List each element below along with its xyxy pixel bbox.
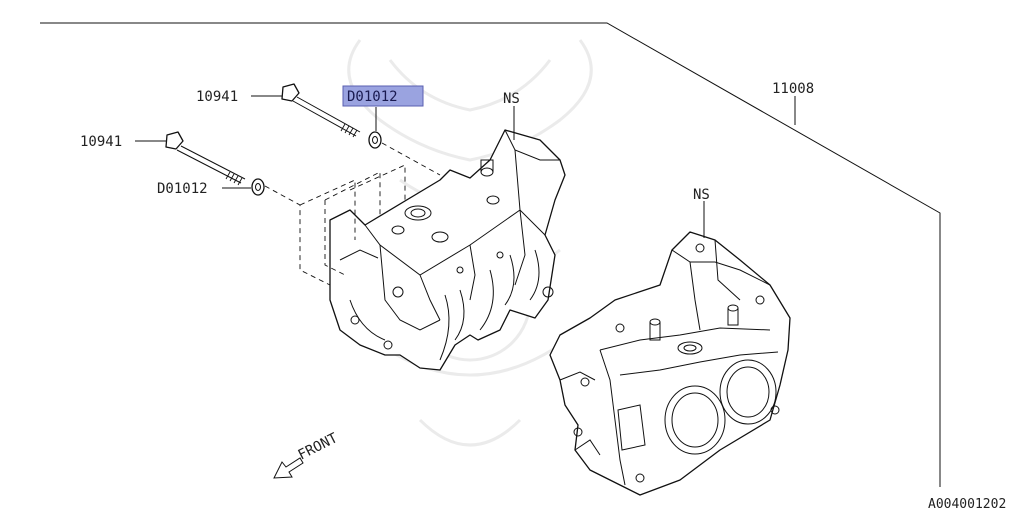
- washer-lower: [251, 178, 265, 196]
- callout-washer-lower[interactable]: D01012: [157, 181, 208, 197]
- callout-bolt-upper[interactable]: 10941: [196, 89, 238, 105]
- callout-washer-upper[interactable]: D01012: [347, 89, 398, 105]
- callout-assembly[interactable]: 11008: [772, 81, 814, 97]
- assembly-bracket-line: [40, 22, 941, 487]
- cylinder-block-half-lower: [549, 231, 791, 496]
- front-label: FRONT: [296, 430, 341, 464]
- callout-ns-lower[interactable]: NS: [693, 187, 710, 203]
- callout-ns-upper[interactable]: NS: [503, 91, 520, 107]
- highlight-box-washer-upper: [342, 85, 424, 107]
- reference-code: A004001202: [928, 497, 1006, 512]
- leader-lines: [135, 95, 705, 238]
- bolt-upper: [281, 83, 361, 138]
- washer-upper: [368, 131, 382, 149]
- bolt-lower: [165, 131, 246, 186]
- front-direction-indicator: FRONT: [273, 430, 341, 479]
- cylinder-block-half-upper: [329, 129, 566, 371]
- front-arrow-icon: [273, 457, 304, 479]
- callout-bolt-lower[interactable]: 10941: [80, 134, 122, 150]
- alignment-dashed-lines: [264, 142, 441, 286]
